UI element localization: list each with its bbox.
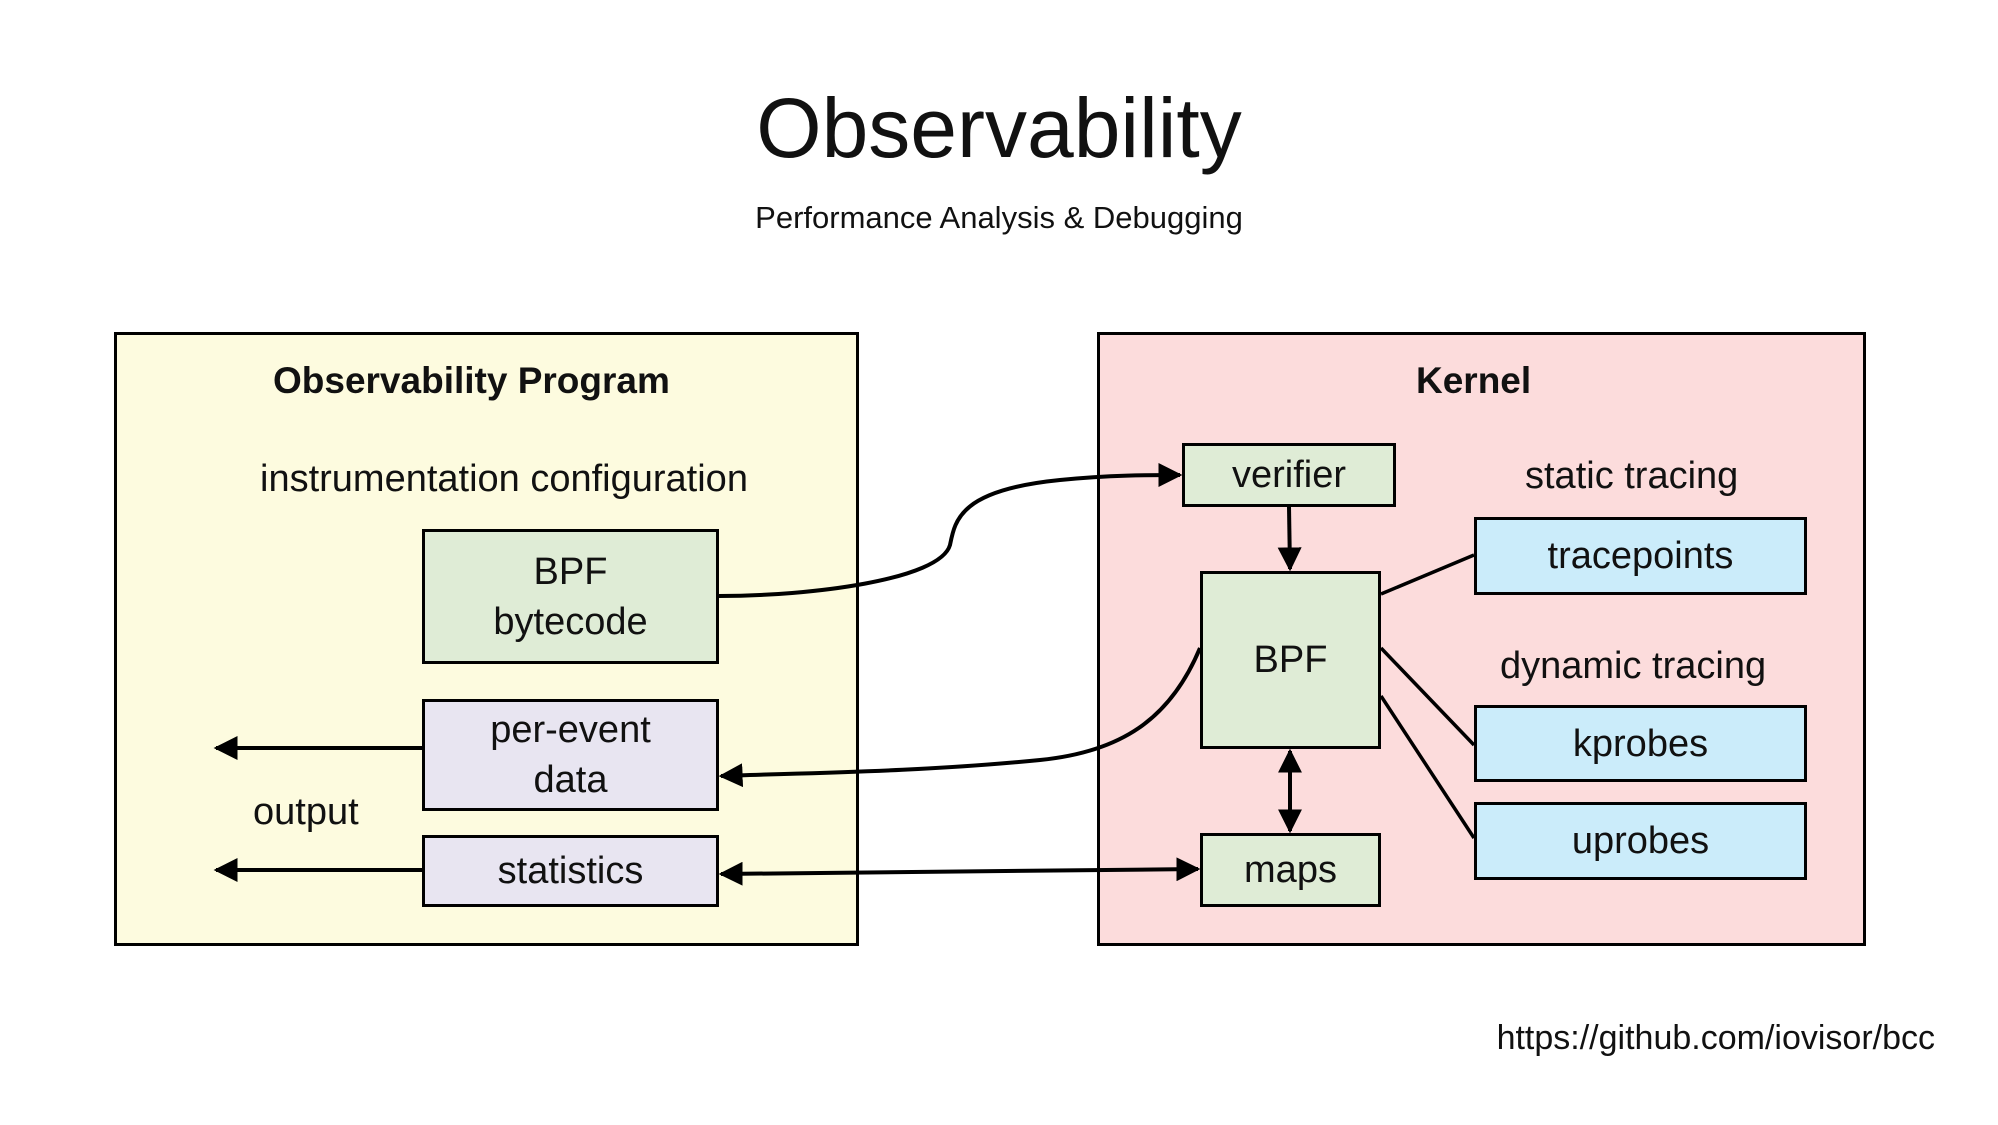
static-tracing-label: static tracing [1525, 455, 1739, 497]
kprobes-box[interactable]: kprobes [1474, 705, 1807, 782]
statistics-box[interactable]: statistics [422, 835, 719, 907]
kernel-heading: Kernel [1416, 360, 1532, 401]
bpf-box[interactable]: BPF [1200, 571, 1381, 749]
dynamic-tracing-label: dynamic tracing [1500, 645, 1767, 687]
bpf-bytecode-line1: BPF [533, 550, 608, 593]
per-event-data-box[interactable]: per-event data [422, 699, 719, 811]
maps-label: maps [1244, 849, 1337, 891]
observability-program-heading: Observability Program [273, 360, 670, 401]
uprobes-box[interactable]: uprobes [1474, 802, 1807, 880]
tracepoints-box[interactable]: tracepoints [1474, 517, 1807, 595]
kprobes-label: kprobes [1572, 722, 1709, 765]
page-subtitle: Performance Analysis & Debugging [755, 200, 1243, 235]
bpf-bytecode-box[interactable]: BPF bytecode [422, 529, 719, 664]
maps-box[interactable]: maps [1200, 833, 1381, 907]
footer-url-link[interactable]: https://github.com/iovisor/bcc [1496, 1019, 1935, 1057]
verifier-box[interactable]: verifier [1182, 443, 1396, 507]
page-title: Observability [756, 81, 1242, 175]
output-label: output [253, 791, 359, 833]
verifier-label: verifier [1231, 454, 1347, 496]
bpf-bytecode-line2: bytecode [493, 600, 648, 643]
tracepoints-label: tracepoints [1547, 535, 1734, 577]
uprobes-label: uprobes [1571, 820, 1710, 862]
per-event-data-line1: per-event [490, 709, 651, 751]
bpf-label: BPF [1253, 639, 1328, 681]
statistics-label: statistics [497, 850, 644, 892]
per-event-data-line2: data [533, 759, 608, 801]
instrumentation-configuration-label: instrumentation configuration [260, 458, 748, 500]
